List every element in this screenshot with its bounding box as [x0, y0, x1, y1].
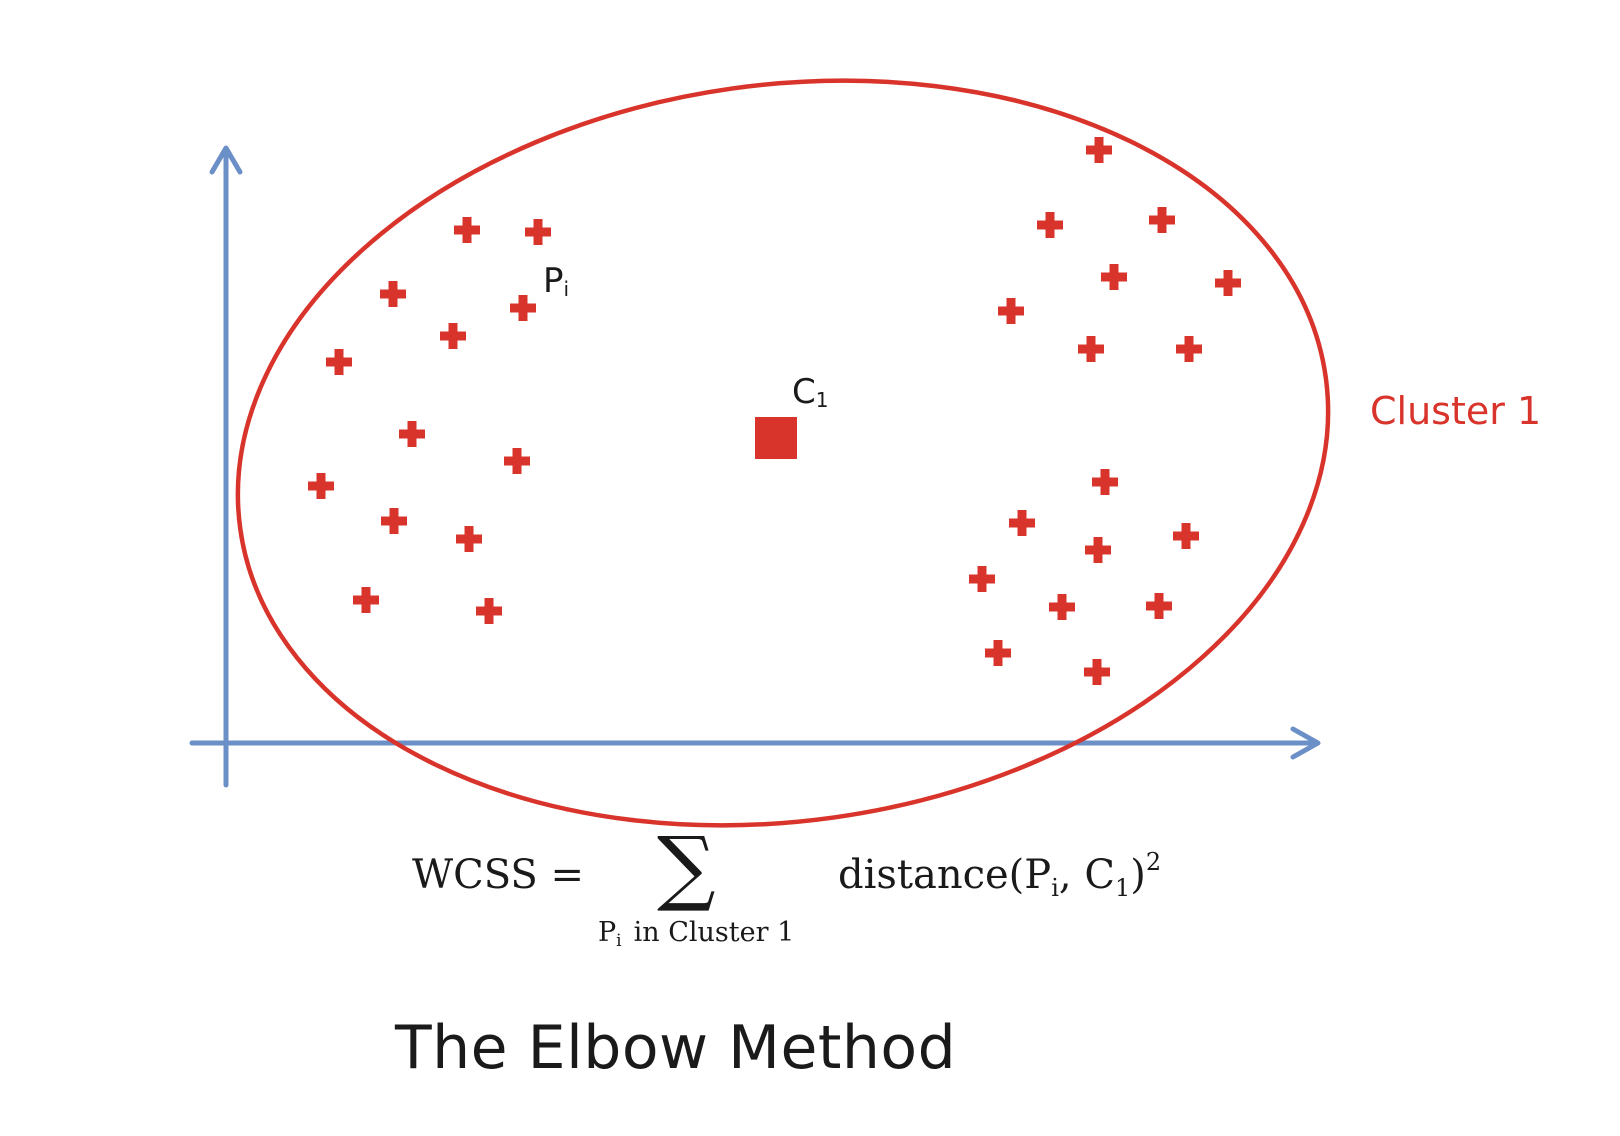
- plus-marker-icon: [969, 566, 995, 592]
- axes: [189, 145, 1321, 788]
- plus-marker-icon: [380, 281, 406, 307]
- formula-rhs: distance(Pi, C1)2: [838, 848, 1161, 902]
- rhs-subscript-i: i: [1051, 874, 1059, 902]
- y-axis-arrowhead: [209, 145, 243, 175]
- plus-marker-icon: [399, 421, 425, 447]
- plus-marker-icon: [454, 217, 480, 243]
- plus-marker-icon: [1146, 593, 1172, 619]
- rhs-subscript-1: 1: [1115, 874, 1130, 902]
- formula-lhs: WCSS =: [412, 852, 584, 898]
- sum-range-p-subscript: i: [616, 931, 622, 951]
- plus-marker-icon: [510, 295, 536, 321]
- plus-marker-icon: [308, 473, 334, 499]
- plus-marker-icon: [1092, 469, 1118, 495]
- plus-marker-icon: [440, 323, 466, 349]
- cluster-label: Cluster 1: [1370, 389, 1541, 433]
- rhs-function: distance(P: [838, 852, 1051, 898]
- point-label-letter: P: [543, 261, 564, 301]
- plus-marker-icon: [381, 508, 407, 534]
- data-points: [308, 137, 1241, 685]
- formula-sum-range: Pi in Cluster 1: [598, 917, 794, 951]
- plus-marker-icon: [476, 598, 502, 624]
- plus-marker-icon: [1149, 207, 1175, 233]
- plus-marker-icon: [1173, 523, 1199, 549]
- plus-marker-icon: [1101, 264, 1127, 290]
- plus-marker-icon: [1084, 659, 1110, 685]
- plus-marker-icon: [353, 587, 379, 613]
- point-label-subscript: i: [564, 277, 570, 301]
- plus-marker-icon: [326, 349, 352, 375]
- cluster-boundary: [235, 78, 1331, 828]
- plus-marker-icon: [1086, 137, 1112, 163]
- centroid-label: C1: [792, 372, 828, 412]
- plus-marker-icon: [1215, 270, 1241, 296]
- sum-range-rest: in Cluster 1: [634, 917, 795, 948]
- centroid-label-subscript: 1: [816, 388, 829, 412]
- page-title: The Elbow Method: [395, 1013, 957, 1083]
- plus-marker-icon: [504, 448, 530, 474]
- plus-marker-icon: [998, 298, 1024, 324]
- plus-marker-icon: [525, 219, 551, 245]
- centroid-label-letter: C: [792, 372, 816, 412]
- point-label: Pi: [543, 261, 569, 301]
- sum-range-p: P: [598, 917, 616, 948]
- formula-sigma: ∑: [657, 820, 716, 915]
- plus-marker-icon: [1049, 594, 1075, 620]
- rhs-exponent: 2: [1146, 848, 1161, 876]
- rhs-close-paren: ): [1130, 852, 1146, 898]
- plus-marker-icon: [1176, 336, 1202, 362]
- rhs-middle: , C: [1059, 852, 1115, 898]
- plus-marker-icon: [1009, 510, 1035, 536]
- plus-marker-icon: [456, 526, 482, 552]
- centroid-square-marker: [755, 417, 797, 459]
- plus-marker-icon: [1078, 336, 1104, 362]
- plus-marker-icon: [985, 640, 1011, 666]
- plus-marker-icon: [1037, 212, 1063, 238]
- x-axis-arrowhead: [1290, 726, 1321, 760]
- plus-marker-icon: [1085, 537, 1111, 563]
